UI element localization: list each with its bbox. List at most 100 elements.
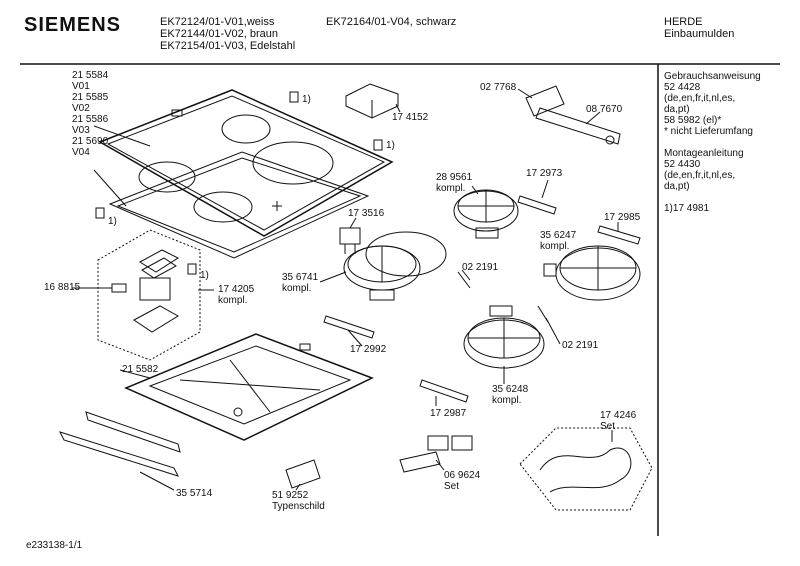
label-289561: 28 9561 kompl. <box>436 172 472 194</box>
switch-set <box>399 435 473 473</box>
label-027768: 02 7768 <box>480 82 517 93</box>
label-172987: 17 2987 <box>430 408 467 419</box>
heating-element-289561 <box>453 189 519 239</box>
note-line: (de,en,fr,it,nl,es, <box>664 170 736 181</box>
label-note1-b: 1) <box>386 140 395 151</box>
part-variant: V03 <box>72 125 90 136</box>
label-note1-d: 1) <box>200 270 209 281</box>
rating-plate <box>285 459 321 489</box>
note-line: 58 5982 (el)* <box>664 115 722 126</box>
label-356248: 35 6248 kompl. <box>492 384 528 406</box>
part-qualifier: kompl. <box>540 241 570 252</box>
control-unit <box>111 249 180 333</box>
bracket-right <box>85 411 181 453</box>
category-line: Einbaumulden <box>664 28 735 40</box>
part-qualifier: kompl. <box>492 395 522 406</box>
part-number: 35 6247 <box>540 230 577 241</box>
label-356741: 35 6741 kompl. <box>282 272 318 294</box>
label-174152: 17 4152 <box>392 112 429 123</box>
cooktop-frame <box>108 151 370 259</box>
clip <box>95 207 105 219</box>
note-line: da,pt) <box>664 181 690 192</box>
label-174246: 17 4246 Set <box>600 410 636 432</box>
note-line: Gebrauchsanweisung <box>664 71 761 82</box>
part-variant: V02 <box>72 103 90 114</box>
part-number: 35 6741 <box>282 272 319 283</box>
label-173516: 17 3516 <box>348 208 385 219</box>
clip <box>289 91 299 103</box>
part-number: 21 5586 <box>72 114 109 125</box>
label-172973: 17 2973 <box>526 168 563 179</box>
label-519252: 51 9252 Typenschild <box>272 490 325 512</box>
label-172992: 17 2992 <box>350 344 387 355</box>
clip <box>171 109 183 117</box>
note-line: da,pt) <box>664 104 690 115</box>
part-number: 21 5585 <box>72 92 109 103</box>
model-list-1: EK72124/01-V01,weiss EK72144/01-V02, bra… <box>160 16 295 52</box>
part-qualifier: Set <box>444 481 460 492</box>
wiring-harness <box>539 447 632 493</box>
note-line: 52 4428 <box>664 82 701 93</box>
model-line: EK72144/01-V02, braun <box>160 28 279 40</box>
clip <box>373 139 383 151</box>
part-number: 28 9561 <box>436 172 473 183</box>
category-line: HERDE <box>664 16 703 28</box>
part-number: 51 9252 <box>272 490 309 501</box>
part-number: 17 4205 <box>218 284 255 295</box>
model-line: EK72124/01-V01,weiss <box>160 16 275 28</box>
label-022191-b: 02 2191 <box>562 340 599 351</box>
note-line: 52 4430 <box>664 159 701 170</box>
label-note1-a: 1) <box>302 94 311 105</box>
label-022191-a: 02 2191 <box>462 262 499 273</box>
note-line: Montageanleitung <box>664 148 744 159</box>
label-glass-top: 21 5584 V01 21 5585 V02 21 5586 V03 21 5… <box>72 70 108 158</box>
label-215582: 21 5582 <box>122 364 159 375</box>
category: HERDE Einbaumulden <box>664 16 734 40</box>
part-number: 35 6248 <box>492 384 529 395</box>
spring-022191a <box>457 271 471 289</box>
heating-element-356247 <box>543 245 641 301</box>
part-number: 21 5584 <box>72 70 109 81</box>
model-line: EK72154/01-V03, Edelstahl <box>160 40 296 52</box>
wiring-set-outline <box>519 427 653 511</box>
heating-element-356741 <box>343 231 447 301</box>
part-qualifier: kompl. <box>282 283 312 294</box>
glass-cooktop <box>98 89 394 237</box>
clamp-172992 <box>323 315 375 339</box>
label-087670: 08 7670 <box>586 104 623 115</box>
part-number: 06 9624 <box>444 470 481 481</box>
part-number: 17 4246 <box>600 410 637 421</box>
model-list-2: EK72164/01-V04, schwarz <box>326 16 456 28</box>
part-variant: V04 <box>72 147 90 158</box>
label-174205: 17 4205 kompl. <box>218 284 254 306</box>
part-variant: V01 <box>72 81 90 92</box>
note-line: 1)17 4981 <box>664 203 710 214</box>
label-355714: 35 5714 <box>176 488 213 499</box>
part-qualifier: kompl. <box>218 295 248 306</box>
bottom-tray <box>124 333 374 441</box>
label-069624: 06 9624 Set <box>444 470 480 492</box>
side-notes: Gebrauchsanweisung 52 4428 (de,en,fr,it,… <box>664 71 798 214</box>
label-356247: 35 6247 kompl. <box>540 230 576 252</box>
label-note1-c: 1) <box>108 216 117 227</box>
label-168815: 16 8815 <box>44 282 81 293</box>
clip <box>187 263 197 275</box>
part-qualifier: Typenschild <box>272 501 325 512</box>
bracket-left <box>59 431 179 477</box>
clamp-172973 <box>517 195 557 215</box>
part-number: 21 5690 <box>72 136 109 147</box>
tool-scraper <box>525 85 621 145</box>
connector-173516 <box>339 227 361 254</box>
label-172985: 17 2985 <box>604 212 641 223</box>
clamp-172987 <box>419 379 469 403</box>
brand-logo: SIEMENS <box>24 14 122 36</box>
control-group-outline <box>97 229 201 361</box>
terminal-block <box>345 83 399 119</box>
note-line: * nicht Lieferumfang <box>664 126 753 137</box>
part-qualifier: kompl. <box>436 183 466 194</box>
heating-element-356248 <box>463 305 545 369</box>
part-qualifier: Set <box>600 421 616 432</box>
document-id: e233138-1/1 <box>26 540 83 551</box>
clamp-172985 <box>597 225 641 245</box>
